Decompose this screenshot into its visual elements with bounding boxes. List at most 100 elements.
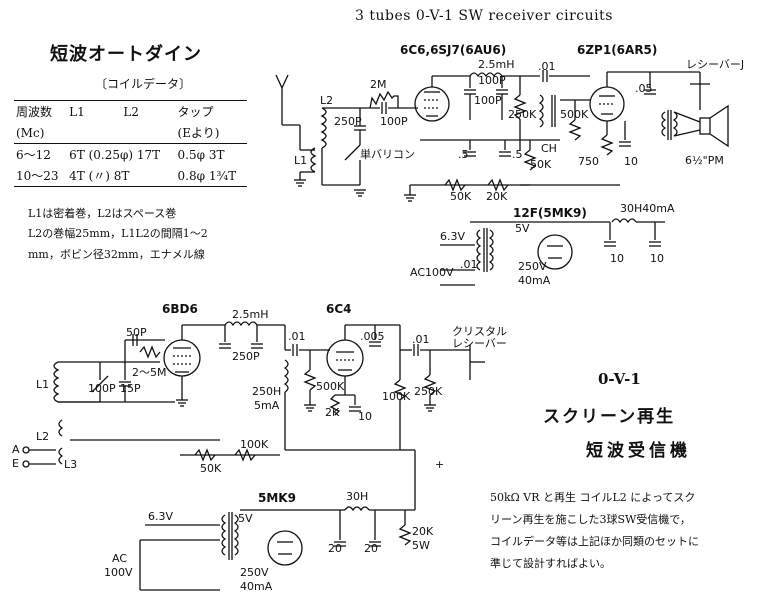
description-line: 準じて設計すればよい。 — [490, 557, 611, 570]
label: 100V — [104, 566, 133, 579]
antenna-terminal-e — [22, 460, 30, 468]
tube-6bd6 — [163, 339, 201, 377]
description-line: コイルデータ等は上記ほか同類のセットに — [490, 535, 699, 548]
label: L2 — [320, 94, 333, 107]
rectifier-5mk9 — [267, 530, 303, 566]
label: 10 — [650, 252, 664, 265]
label: 250K — [414, 385, 443, 398]
label: .5 — [512, 148, 523, 161]
label: 30H40mA — [620, 202, 675, 215]
label: 250P — [232, 350, 260, 363]
filter-choke-a — [611, 218, 637, 224]
label: 250V — [240, 566, 269, 579]
label: L1 — [294, 154, 307, 167]
coil-l2 — [320, 107, 327, 149]
label: AC100V — [410, 266, 454, 279]
label: 5W — [412, 539, 430, 552]
label: 100P — [88, 382, 116, 395]
block-title-type: スクリーン再生 — [543, 407, 676, 427]
description-line: 50kΩ VR と再生 コイルL2 によってスク — [490, 491, 696, 504]
label: .01 — [460, 258, 478, 271]
label: 100K — [240, 438, 269, 451]
circuit-a — [275, 69, 729, 286]
label: 2.5mH — [478, 58, 514, 71]
label: .05 — [635, 82, 653, 95]
label: + — [435, 458, 444, 471]
label: L3 — [64, 458, 77, 471]
label: 50K — [200, 462, 222, 475]
label: 250K — [508, 108, 537, 121]
coil-note: L2の巻幅25mm，L1L2の間隔1～2 — [28, 227, 208, 240]
label: 20K — [412, 525, 434, 538]
label: 5mA — [254, 399, 280, 412]
label: クリスタル — [452, 325, 507, 338]
label: 750 — [578, 155, 599, 168]
antenna-icon — [275, 74, 289, 90]
label: 2M — [370, 78, 387, 91]
power-transformer-b — [221, 514, 227, 556]
header-l1: L1 — [67, 100, 122, 122]
unit-mc: (Mc) — [14, 122, 68, 144]
label: 6.3V — [440, 230, 465, 243]
header-frequency: 周波数 — [14, 100, 68, 122]
label: 2.5mH — [232, 308, 268, 321]
speaker-icon — [699, 117, 711, 135]
label: 10 — [358, 410, 372, 423]
label-tube-6bd6: 6BD6 — [162, 302, 198, 316]
cell-frequency: 10～23 — [14, 165, 68, 187]
filter-choke-b — [344, 506, 370, 512]
label: 500K — [560, 108, 589, 121]
circuit-a-labels: 6C6,6SJ7(6AU6) 6ZP1(6AR5) 12F(5MK9) 2M 2… — [294, 43, 744, 287]
label: 250P — [334, 115, 362, 128]
header-tap: タップ — [175, 100, 247, 122]
coil-l1 — [310, 147, 317, 173]
label: 100K — [382, 390, 411, 403]
power-transformer-a — [476, 229, 482, 271]
label: 250V — [518, 260, 547, 273]
label: 30H — [346, 490, 368, 503]
label: 5V — [238, 512, 253, 525]
plate-choke-b — [283, 359, 289, 393]
description-line: リーン再生を施こした3球SW受信機で， — [490, 513, 691, 526]
label-tube1: 6C6,6SJ7(6AU6) — [400, 43, 506, 57]
label: E — [12, 457, 19, 470]
label: 100P — [380, 115, 408, 128]
coil-l1 — [53, 361, 60, 403]
label-rectifier: 12F(5MK9) — [513, 206, 587, 220]
label: 単バリコン — [360, 147, 415, 161]
label: 40mA — [240, 580, 273, 593]
table-unit-row: (Mc) (Eより) — [14, 122, 247, 144]
table-row: 10～23 4T (〃) 8T 0.8φ 1¾T — [14, 165, 247, 187]
label: CH — [541, 142, 557, 155]
label: 50K — [450, 190, 472, 203]
rf-choke — [469, 72, 503, 78]
unit-l2 — [121, 122, 176, 144]
cell-tap: 0.8φ 1¾T — [175, 165, 247, 187]
label: 10 — [610, 252, 624, 265]
label: 500K — [316, 380, 345, 393]
coil-note: mm，ボビン径32mm，エナメル線 — [28, 248, 205, 261]
label: 15P — [120, 382, 141, 395]
header-l2: L2 — [121, 100, 176, 122]
coil-data-subtitle: 〔コイルデータ〕 — [95, 77, 192, 91]
unit-l1 — [67, 122, 122, 144]
rf-choke-b — [224, 321, 258, 327]
label: 6½"PM — [685, 154, 724, 167]
page-title: 3 tubes 0-V-1 SW receiver circuits — [355, 8, 613, 24]
label: 250H — [252, 385, 281, 398]
coil-note: L1は密着巻，L2はスペース巻 — [28, 207, 177, 220]
table-header-row: 周波数 L1 L2 タップ — [14, 100, 247, 122]
label-tube2: 6ZP1(6AR5) — [577, 43, 657, 57]
label: 50K — [530, 158, 552, 171]
cell-turns: 6T (0.25φ) 17T — [69, 147, 161, 162]
label: 50P — [126, 326, 147, 339]
label: レシーバー — [452, 337, 507, 350]
label: .5 — [458, 148, 469, 161]
block-title-kind: 短波受信機 — [586, 441, 691, 461]
label: L2 — [36, 430, 49, 443]
label: 20 — [328, 542, 342, 555]
circuit-b — [22, 321, 485, 591]
label-rectifier-b: 5MK9 — [258, 491, 296, 505]
label-tube-6c4: 6C4 — [326, 302, 352, 316]
